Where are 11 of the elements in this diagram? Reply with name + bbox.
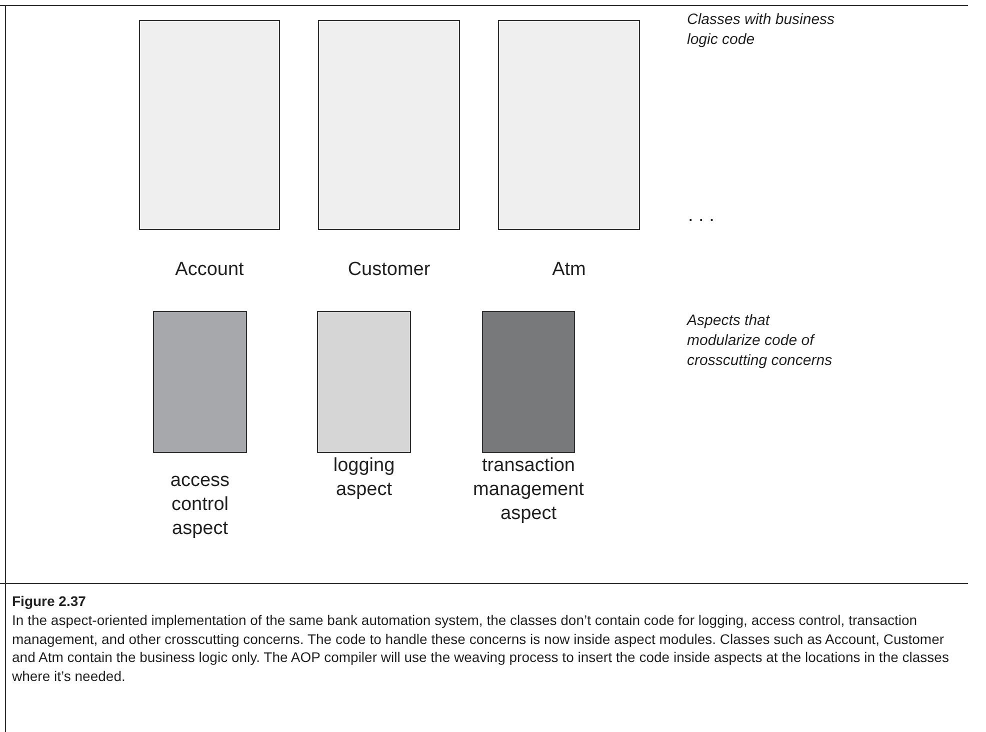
annotation-text: Classes with business logic code	[687, 10, 836, 50]
figure-caption: In the aspect-oriented implementation of the same bank automation system, the classes don’t contain code for logging, access control, transaction management, and other crosscutting concerns. The code to handle these concerns is now inside aspect modules. Classes such as Account, Customer and Atm contain the business logic only. The AOP compiler will use the weaving process to insert the code inside aspects at the locations in the classes where it’s needed.	[12, 611, 950, 685]
ellipsis-text: . . .	[688, 205, 714, 227]
figure-title: Figure 2.37	[12, 593, 86, 609]
box-label: Account	[174, 258, 245, 282]
box-label: logging aspect	[332, 454, 396, 502]
box-label: Customer	[346, 258, 432, 282]
box-label: transaction management aspect	[472, 454, 585, 526]
box-label: access control aspect	[169, 469, 231, 541]
annotation-text: Aspects that modularize code of crosscutting concerns	[687, 311, 834, 371]
box-label: Atm	[551, 258, 587, 282]
